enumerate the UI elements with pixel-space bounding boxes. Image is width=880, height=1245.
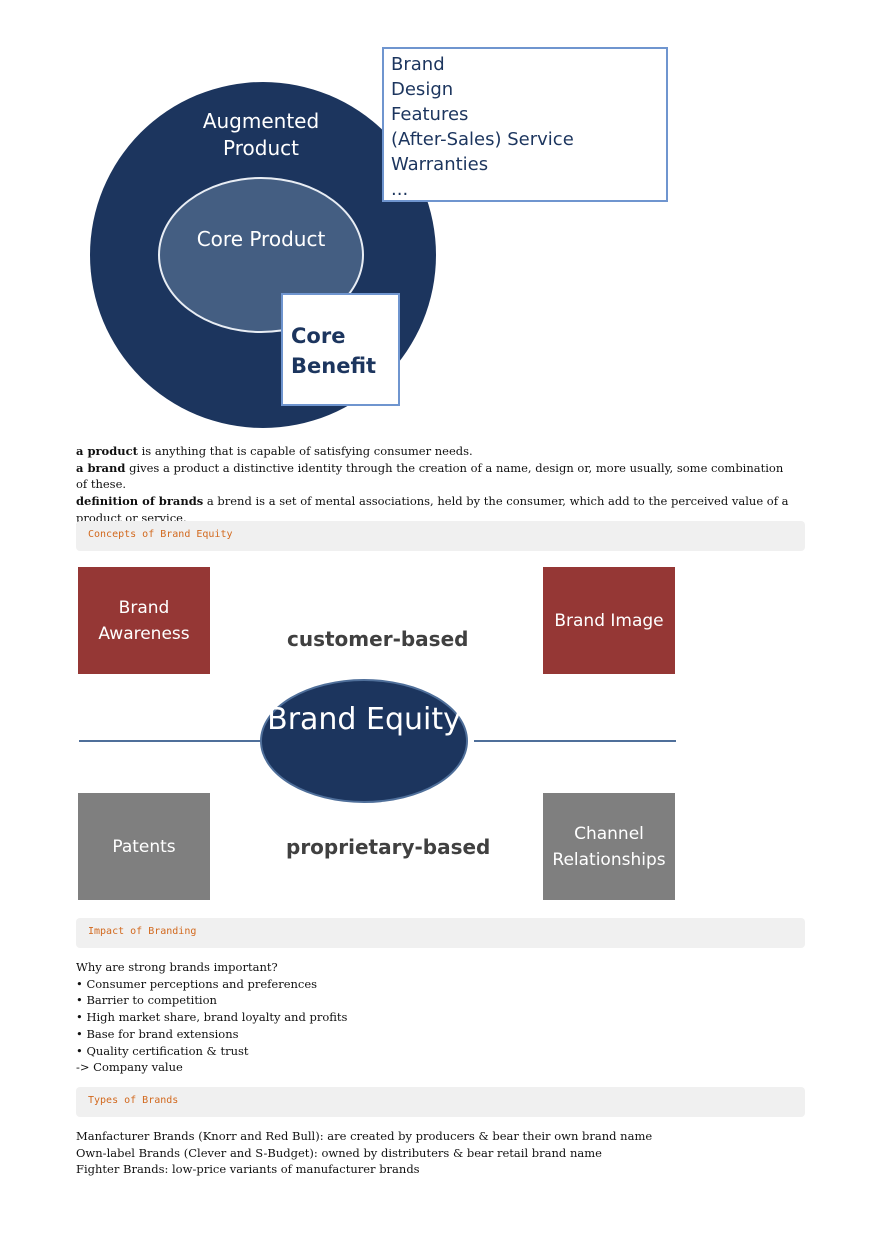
- section-header-impact: Impact of Branding: [76, 918, 805, 948]
- brand-equity-diagram: Brand Awareness Brand Image customer-bas…: [76, 563, 686, 905]
- impact-list: Why are strong brands important? • Consu…: [76, 959, 796, 1076]
- section-header-concepts: Concepts of Brand Equity: [76, 521, 805, 551]
- feature-item: ...: [391, 179, 409, 200]
- impact-line: • High market share, brand loyalty and p…: [76, 1010, 348, 1025]
- patents-box: Patents: [78, 793, 210, 900]
- impact-line: Why are strong brands important?: [76, 960, 278, 974]
- section-header-types: Types of Brands: [76, 1087, 805, 1117]
- proprietary-based-label: proprietary-based: [286, 835, 491, 859]
- customer-based-label: customer-based: [287, 627, 469, 651]
- impact-line: -> Company value: [76, 1060, 183, 1075]
- brand-awareness-box: Brand Awareness: [78, 567, 210, 674]
- definition-product: a product is anything that is capable of…: [76, 444, 473, 458]
- brand-image-box: Brand Image: [543, 567, 675, 674]
- impact-line: • Quality certification & trust: [76, 1043, 249, 1058]
- augmented-features-list: Brand Design Features (After-Sales) Serv…: [382, 47, 668, 202]
- impact-line: • Consumer perceptions and preferences: [76, 976, 318, 991]
- impact-line: • Base for brand extensions: [76, 1026, 239, 1041]
- definitions-block: a product is anything that is capable of…: [76, 443, 796, 527]
- feature-item: Brand: [391, 54, 445, 75]
- brand-equity-ellipse: [260, 679, 468, 803]
- core-benefit-box: Core Benefit: [281, 293, 400, 406]
- impact-line: • Barrier to competition: [76, 993, 217, 1008]
- feature-item: Design: [391, 79, 454, 100]
- brand-type-line: Own-label Brands (Clever and S-Budget): …: [76, 1145, 602, 1160]
- left-connector-line: [79, 740, 260, 742]
- channel-relationships-box: Channel Relationships: [543, 793, 675, 900]
- product-levels-diagram: Augmented Product Core Product Core Bene…: [70, 40, 710, 435]
- definition-brand: a brand gives a product a distinctive id…: [76, 460, 784, 492]
- brand-type-line: Fighter Brands: low-price variants of ma…: [76, 1162, 420, 1177]
- core-product-label: Core Product: [196, 227, 326, 251]
- core-benefit-label: Core Benefit: [291, 324, 377, 378]
- brand-types-list: Manfacturer Brands (Knorr and Red Bull):…: [76, 1128, 796, 1178]
- right-connector-line: [474, 740, 676, 742]
- feature-item: (After-Sales) Service: [391, 129, 574, 150]
- feature-item: Warranties: [391, 154, 489, 175]
- brand-type-line: Manfacturer Brands (Knorr and Red Bull):…: [76, 1129, 653, 1143]
- feature-item: Features: [391, 104, 469, 125]
- augmented-product-label: Augmented Product: [202, 109, 320, 160]
- brand-equity-label: Brand Equity: [267, 702, 461, 737]
